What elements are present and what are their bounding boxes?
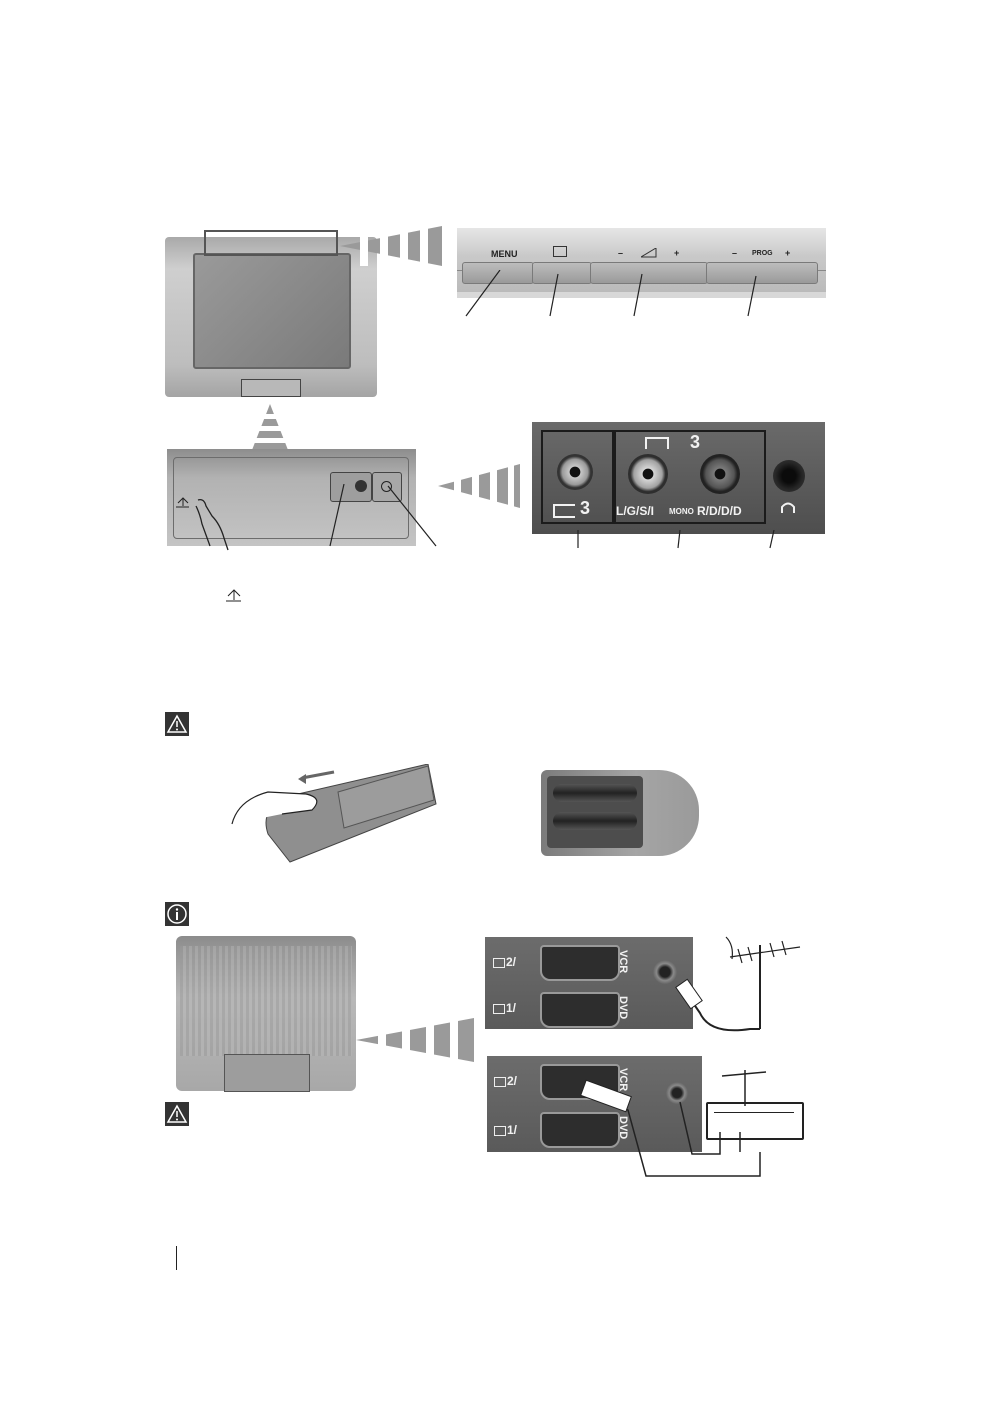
page-margin-rule [176,1246,177,1270]
video-in-jack[interactable] [557,454,593,490]
vcr-label: VCR [617,950,629,974]
scart1-label: 1/ [507,1123,518,1137]
audio-right-jack[interactable] [700,454,740,494]
flap-callout-lines [329,484,437,547]
remote-batteries-photo [541,770,699,856]
headphone-icon [781,502,795,513]
scart-1-connector[interactable] [540,992,620,1028]
av3-bottom-label: 3 [580,498,591,518]
menu-label: MENU [491,249,518,259]
vcr-device [706,1102,804,1140]
zoom-wedge-side [438,464,520,508]
tv-rear-photo [176,936,356,1092]
prog-label: PROG [752,250,773,257]
warning-icon [165,712,189,736]
volume-icon [641,248,657,258]
scart-icon [493,958,505,968]
volume-minus-label: – [618,248,624,258]
open-arrow-icon [176,497,189,508]
scart2-label: 2/ [507,1074,518,1088]
power-icon [381,481,392,492]
battery-2 [553,812,637,830]
vcr-cables [580,1070,767,1177]
aerial-socket[interactable] [653,960,677,984]
left-audio-label: L/G/S/I [616,504,655,518]
right-audio-label: R/D/D/D [697,504,742,518]
zoom-wedge-rear [356,1018,474,1062]
scart-icon [494,1077,506,1087]
tv-screen [193,253,351,369]
warning-icon [165,1102,189,1126]
scart-1-connector[interactable] [540,1112,620,1148]
remote-open-cover-photo [231,764,437,863]
info-icon [165,902,189,926]
prog-button[interactable] [706,262,818,284]
standby-button[interactable] [330,472,372,502]
input-icon [645,437,669,449]
dvd-label: DVD [617,996,629,1020]
scart2-label: 2/ [506,955,517,969]
av3-audio-group-box [612,430,766,524]
av3-input-label: 3 [690,432,701,452]
aerial-socket[interactable] [666,1082,688,1104]
av-callout-lines [577,530,775,549]
open-arrow-icon [226,589,241,602]
tv-front-photo [165,237,377,397]
input-icon [553,504,575,518]
front-callout-lines [465,270,757,317]
input-icon [553,246,567,257]
scart1-label: 1/ [506,1001,517,1015]
prog-minus-label: – [732,248,738,258]
zoom-wedge-top [340,226,442,266]
antenna-cable [675,936,801,1032]
volume-plus-label: + [674,248,680,258]
audio-left-jack[interactable] [628,454,668,494]
av3-group-box [541,430,616,524]
headphone-jack[interactable] [773,460,805,492]
mono-label: MONO [669,507,694,516]
battery-1 [553,784,637,802]
scart-icon [493,1004,505,1014]
tv-front-flap [241,379,301,397]
zoom-wedge-down [252,404,288,450]
tv-top-highlight-box [204,230,338,256]
scart-2-connector[interactable] [540,945,620,981]
scart-icon [494,1126,506,1136]
hand-illustration [195,498,229,551]
prog-plus-label: + [785,248,791,258]
